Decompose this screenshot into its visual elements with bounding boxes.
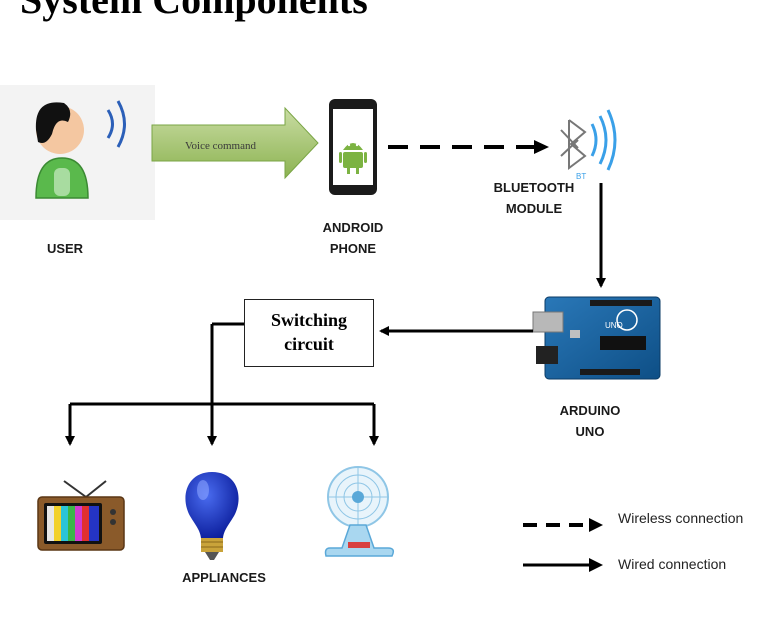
switching-circuit-line1: Switching xyxy=(270,310,348,330)
switching-circuit-line2: circuit xyxy=(284,334,334,354)
android-phone-label: ANDROID PHONE xyxy=(300,217,406,259)
legend xyxy=(523,518,603,572)
appliances-label: APPLIANCES xyxy=(182,570,266,585)
user-icon xyxy=(0,85,155,220)
diagram-title: System Components xyxy=(20,0,368,23)
switching-circuit-box: Switching circuit xyxy=(244,299,374,367)
voice-command-label: Voice command xyxy=(185,140,256,152)
bluetooth-icon: BT xyxy=(560,109,617,181)
voice-command-arrow: Voice command xyxy=(151,106,319,180)
bluetooth-module-label-line2: MODULE xyxy=(505,201,563,216)
bluetooth-module-label-line1: BLUETOOTH xyxy=(493,180,575,195)
svg-text:UNO: UNO xyxy=(605,321,623,330)
android-phone-label-line1: ANDROID xyxy=(322,220,384,235)
bt-icon-text: BT xyxy=(576,172,586,181)
user-label: USER xyxy=(46,241,84,256)
android-phone-icon xyxy=(329,99,377,195)
light-bulb-icon xyxy=(185,472,239,560)
arduino-uno-icon: UNO xyxy=(532,296,661,380)
phone-to-bluetooth-wireless-arrow xyxy=(388,140,549,154)
tv-icon xyxy=(37,480,125,551)
arduino-uno-label-line2: UNO xyxy=(575,424,605,439)
switching-to-appliances-wiring xyxy=(65,322,379,446)
arduino-uno-label: ARDUINO UNO xyxy=(545,400,635,442)
legend-wireless-label: Wireless connection xyxy=(618,510,744,526)
bluetooth-module-label: BLUETOOTH MODULE xyxy=(478,177,590,219)
fan-icon xyxy=(324,466,395,557)
legend-wired-label: Wired connection xyxy=(618,556,727,572)
android-phone-label-line2: PHONE xyxy=(329,241,377,256)
arduino-uno-label-line1: ARDUINO xyxy=(559,403,621,418)
